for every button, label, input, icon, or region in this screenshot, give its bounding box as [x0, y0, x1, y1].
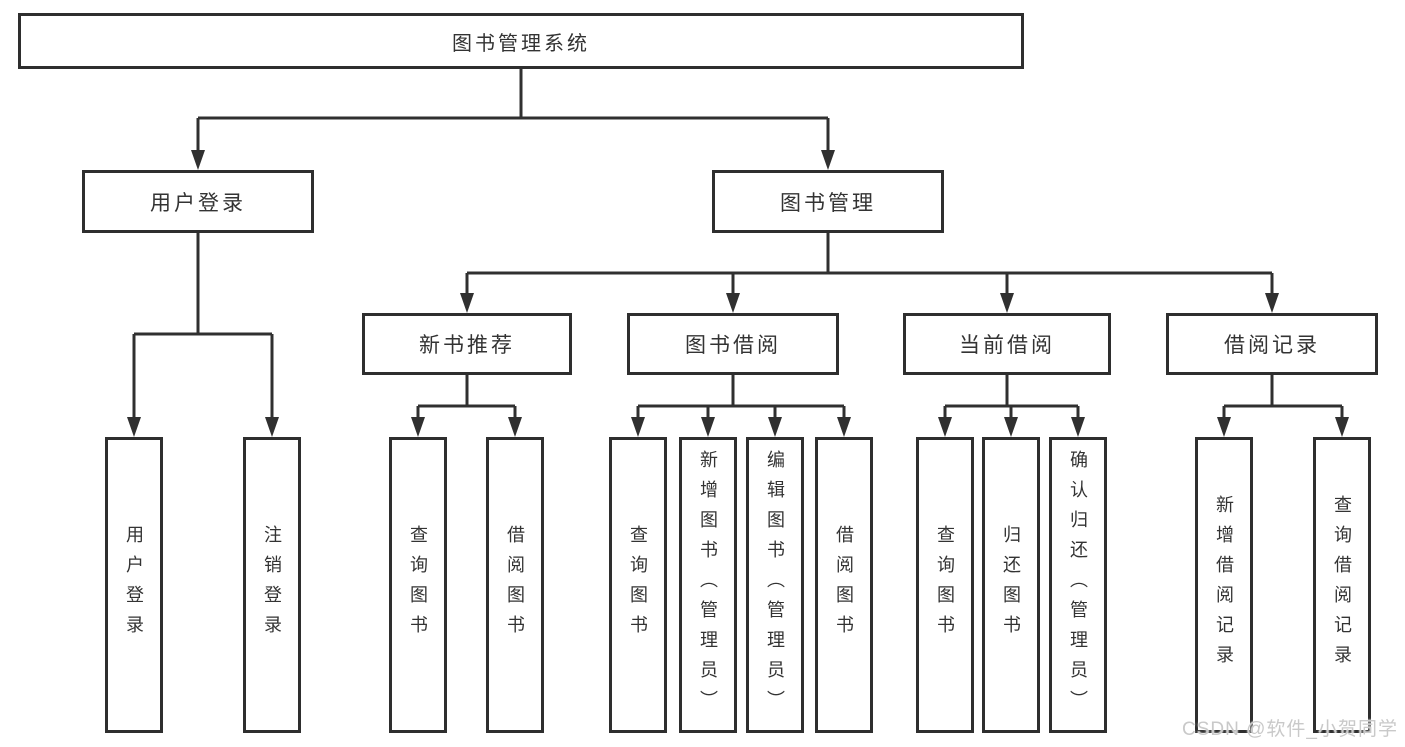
- node-leaf-query-books-1: 查询图书: [389, 437, 447, 733]
- arrow-down-icon: [701, 417, 715, 437]
- arrow-down-icon: [1000, 293, 1014, 313]
- arrow-down-icon: [1335, 417, 1349, 437]
- arrow-down-icon: [768, 417, 782, 437]
- arrow-down-icon: [127, 417, 141, 437]
- arrow-down-icon: [265, 417, 279, 437]
- node-user-login: 用户登录: [82, 170, 314, 233]
- node-new-book-recommend: 新书推荐: [362, 313, 572, 375]
- node-leaf-edit-book-admin: 编辑图书（管理员）: [746, 437, 804, 733]
- connector-current-borrow-children: [943, 375, 1080, 420]
- arrow-down-icon: [1004, 417, 1018, 437]
- node-book-mgmt: 图书管理: [712, 170, 944, 233]
- connector-user-login-children: [132, 233, 274, 420]
- arrow-down-icon: [191, 150, 205, 170]
- arrow-down-icon: [726, 293, 740, 313]
- node-leaf-add-book-admin: 新增图书（管理员）: [679, 437, 737, 733]
- arrow-down-icon: [1217, 417, 1231, 437]
- node-leaf-add-borrow-record: 新增借阅记录: [1195, 437, 1253, 733]
- arrow-down-icon: [508, 417, 522, 437]
- connector-book-borrow-children: [636, 375, 846, 420]
- node-leaf-logout: 注销登录: [243, 437, 301, 733]
- node-leaf-borrow-books-1: 借阅图书: [486, 437, 544, 733]
- node-leaf-return-book: 归还图书: [982, 437, 1040, 733]
- arrow-down-icon: [631, 417, 645, 437]
- arrow-down-icon: [938, 417, 952, 437]
- connector-root-to-level2: [196, 69, 830, 152]
- arrow-down-icon: [821, 150, 835, 170]
- arrow-down-icon: [837, 417, 851, 437]
- node-leaf-query-books-3: 查询图书: [916, 437, 974, 733]
- node-leaf-confirm-return-admin: 确认归还（管理员）: [1049, 437, 1107, 733]
- connector-borrow-record-children: [1222, 375, 1344, 420]
- node-book-borrow: 图书借阅: [627, 313, 839, 375]
- node-root: 图书管理系统: [18, 13, 1024, 69]
- arrow-down-icon: [460, 293, 474, 313]
- arrow-down-icon: [411, 417, 425, 437]
- connector-book-mgmt-sections: [465, 233, 1274, 296]
- node-leaf-query-books-2: 查询图书: [609, 437, 667, 733]
- arrow-down-icon: [1265, 293, 1279, 313]
- csdn-watermark: CSDN @软件_小贺同学: [1182, 719, 1398, 740]
- arrow-down-icon: [1071, 417, 1085, 437]
- node-leaf-query-borrow-record: 查询借阅记录: [1313, 437, 1371, 733]
- arrow-down-icons: [127, 150, 1349, 437]
- node-current-borrow: 当前借阅: [903, 313, 1111, 375]
- node-leaf-borrow-books-2: 借阅图书: [815, 437, 873, 733]
- connector-new-book-children: [416, 375, 517, 420]
- node-borrow-record: 借阅记录: [1166, 313, 1378, 375]
- node-leaf-user-login: 用户登录: [105, 437, 163, 733]
